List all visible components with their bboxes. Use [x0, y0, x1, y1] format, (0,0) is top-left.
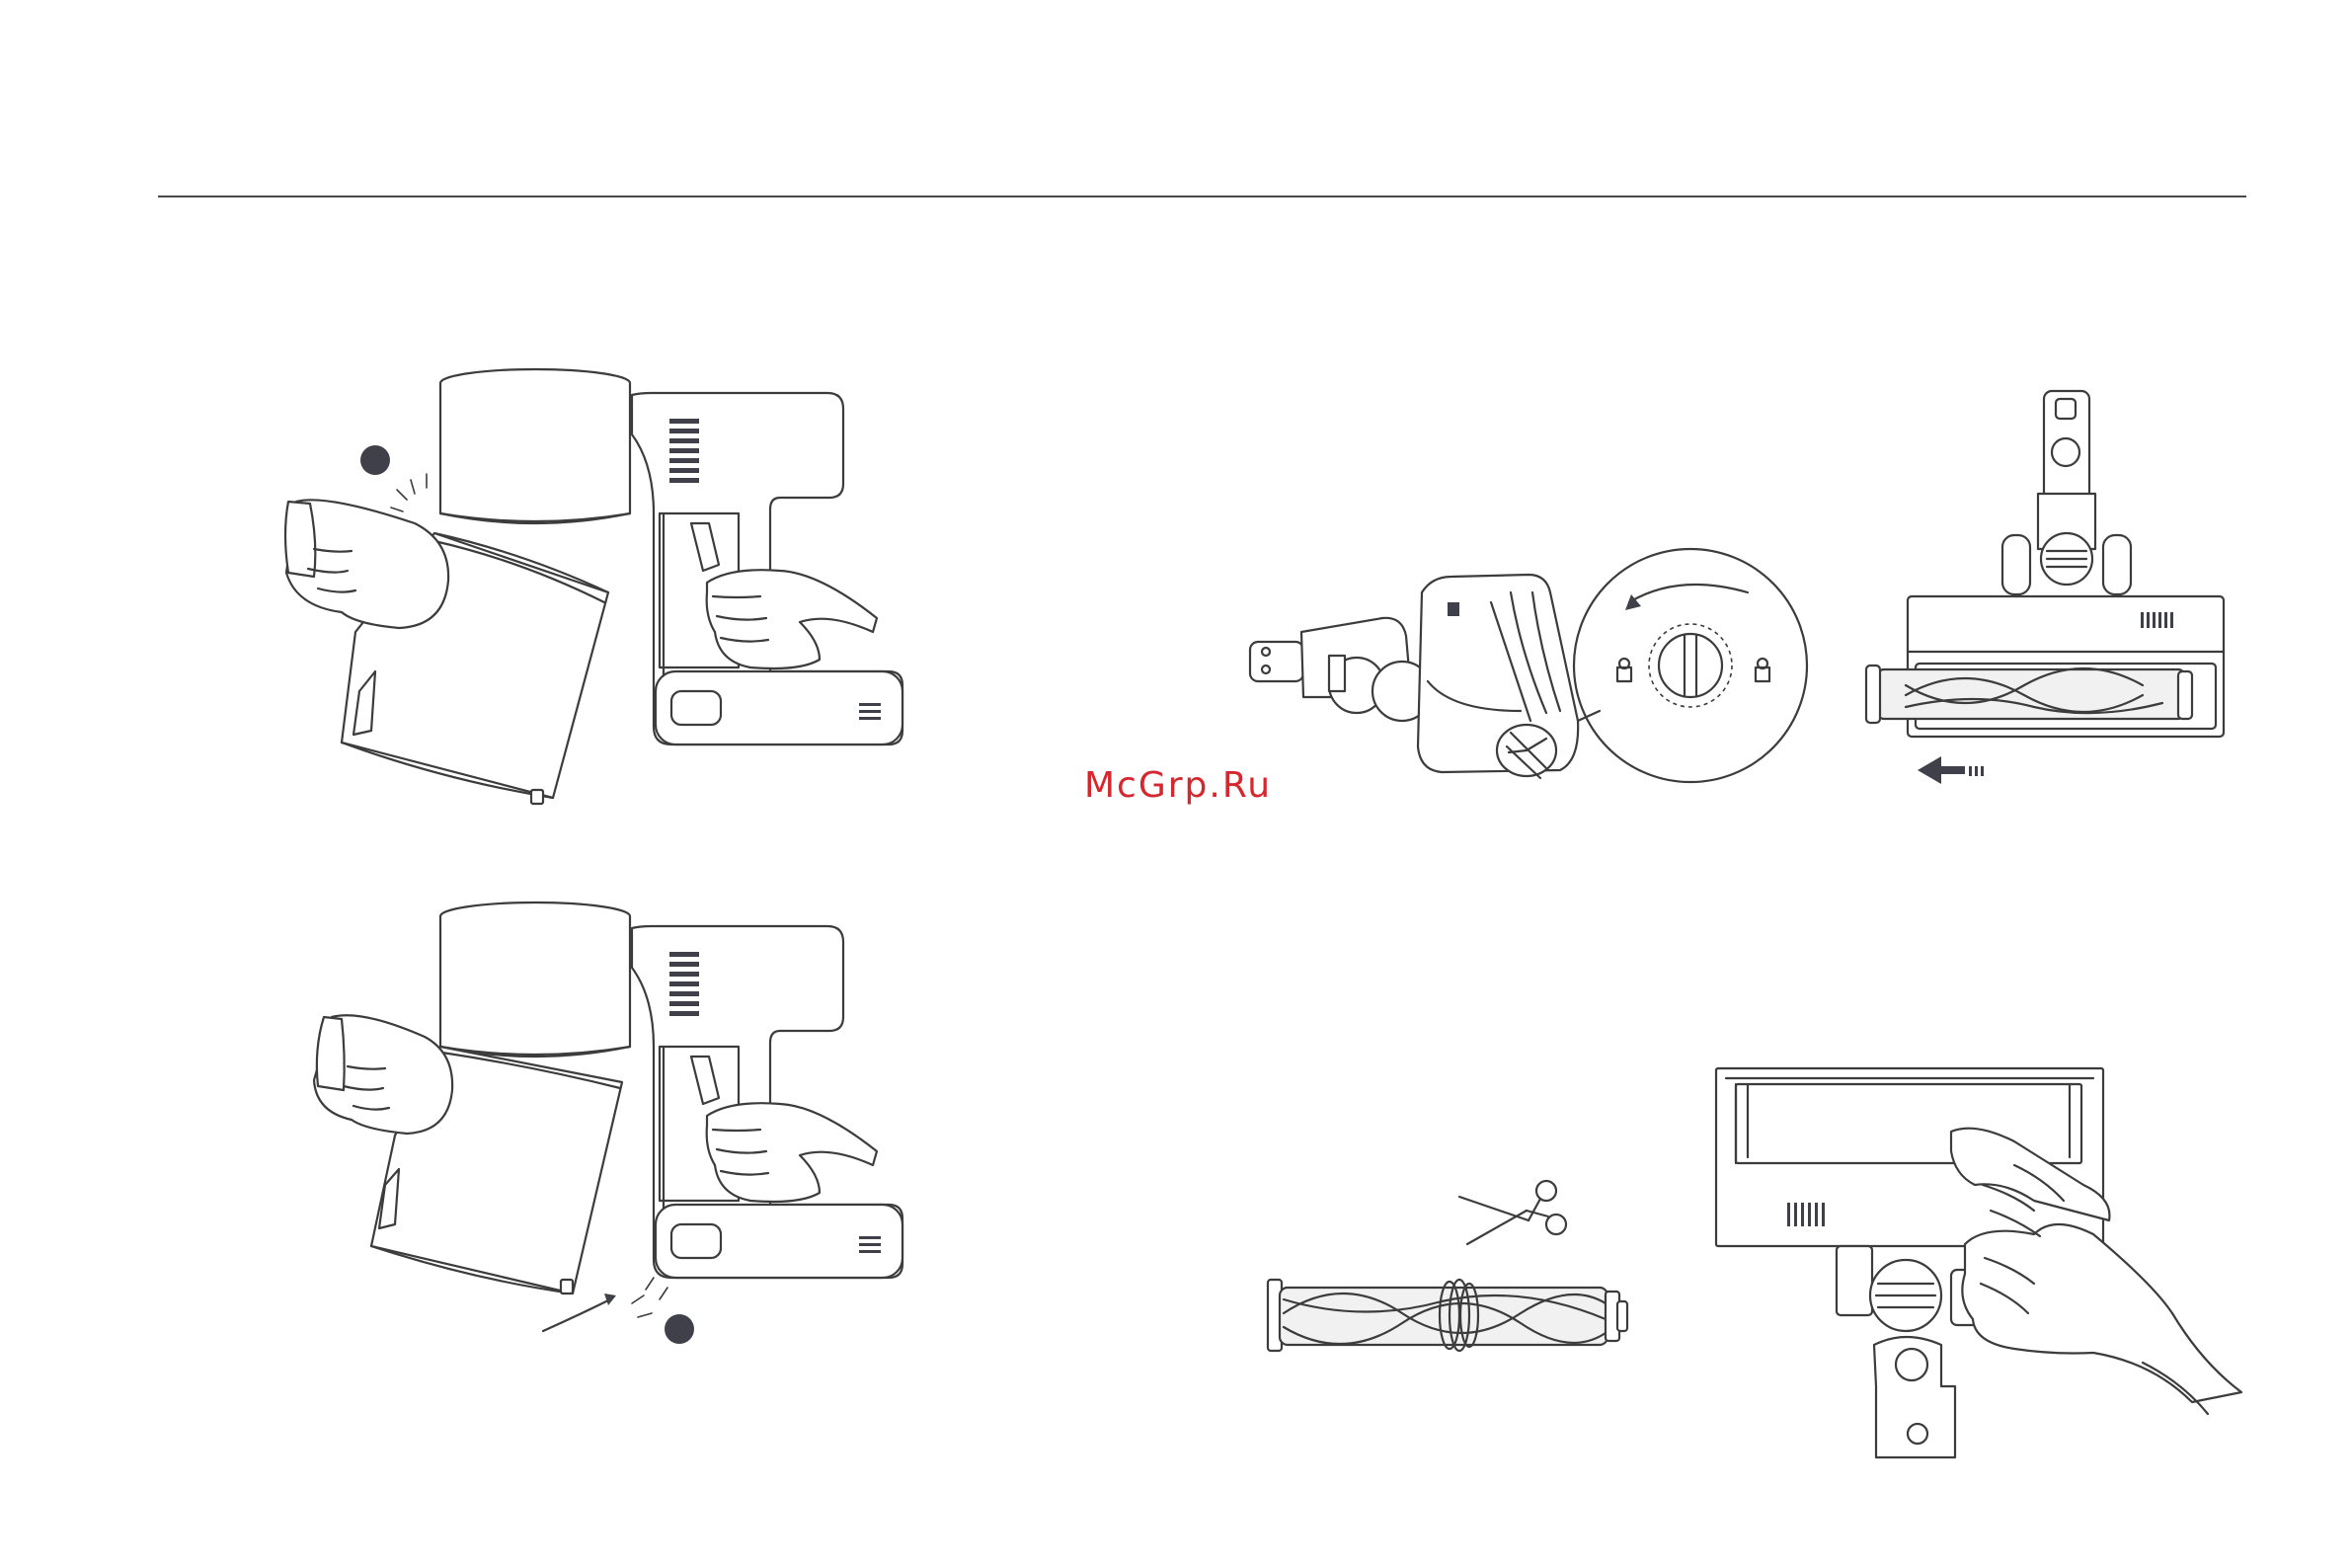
floor-brush-pull-roller-illustration — [1866, 391, 2224, 784]
floor-brush-unlock-cover-illustration — [1250, 549, 1807, 782]
scissors-icon — [1459, 1181, 1566, 1244]
battery-vent — [859, 1236, 881, 1253]
wipe-brush-head-illustration — [1716, 1068, 2241, 1457]
watermark-text: McGrp.Ru — [1084, 765, 1272, 806]
step-marker-icon — [665, 1314, 694, 1344]
step-marker-icon — [360, 445, 390, 475]
vacuum-attach-dust-bin-illustration — [314, 902, 902, 1344]
cut-hair-from-roller-illustration — [1268, 1181, 1627, 1351]
vacuum-remove-dust-bin-illustration — [285, 369, 902, 804]
battery-vent — [859, 703, 881, 720]
